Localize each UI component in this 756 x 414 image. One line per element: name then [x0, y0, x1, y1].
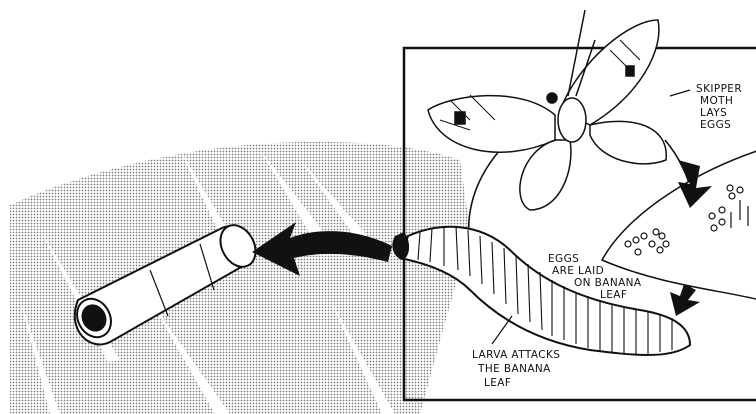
eggs-label-line-2: ARE LAID [552, 265, 604, 277]
banana-leaf-illustration [10, 142, 470, 414]
larva-label-line-1: LARVA ATTACKS [472, 349, 560, 361]
arrow-to-larva-icon [670, 284, 700, 316]
skipper-moth-illustration [428, 10, 666, 210]
larva-label-line-3: LEAF [484, 377, 511, 389]
eggs-label-line-1: EGGS [548, 253, 579, 265]
moth-label-line-4: EGGS [700, 119, 731, 131]
svg-text:SKIPPER MOTH LAYS: SKIPPER MOTH LAYS EGGS [696, 83, 746, 131]
larva-label-line-2: THE BANANA [477, 363, 551, 375]
moth-label-line-3: LAYS [700, 107, 727, 119]
eggs-label-line-3: ON BANANA [574, 277, 642, 289]
moth-label-line-1: SKIPPER [696, 83, 742, 95]
svg-text:LARVA ATTACKS THE BANANA: LARVA ATTACKS THE BANANA LEAF [472, 349, 564, 389]
moth-label-line-2: MOTH [700, 95, 733, 107]
eggs-label-line-4: LEAF [600, 289, 627, 301]
